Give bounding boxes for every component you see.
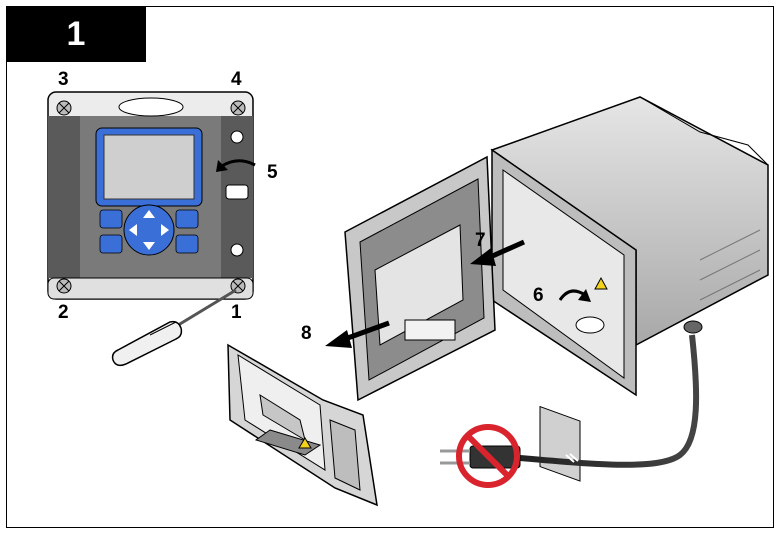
screw-bottom-left xyxy=(56,278,72,294)
latch-rotate-arrow-icon xyxy=(558,289,586,301)
controller-front xyxy=(47,91,256,300)
screw-top-left xyxy=(56,100,72,116)
callout-rotate-front: 5 xyxy=(267,162,278,183)
callout-rotate-latch: 6 xyxy=(533,285,544,306)
callout-screw-top-right: 4 xyxy=(231,69,242,90)
curved-arrow-icon xyxy=(221,159,256,168)
keypad xyxy=(99,204,199,256)
power-cord xyxy=(519,334,700,468)
screwdriver-icon xyxy=(111,288,237,367)
callout-screw-top-left: 3 xyxy=(58,69,69,90)
callout-pull-internal: 7 xyxy=(475,230,486,251)
callout-remove-cover: 8 xyxy=(301,323,312,344)
removed-cover-plate xyxy=(227,343,378,507)
high-voltage-warning-icon xyxy=(594,276,608,290)
no-power-plug-icon xyxy=(440,424,521,488)
straight-arrow-icon xyxy=(325,239,526,348)
step-number-badge: 1 xyxy=(6,6,146,62)
callout-screw-bottom-right: 1 xyxy=(231,302,242,323)
screw-top-right xyxy=(230,100,246,116)
enclosure-open xyxy=(344,96,769,482)
callout-screw-bottom-left: 2 xyxy=(58,302,69,323)
